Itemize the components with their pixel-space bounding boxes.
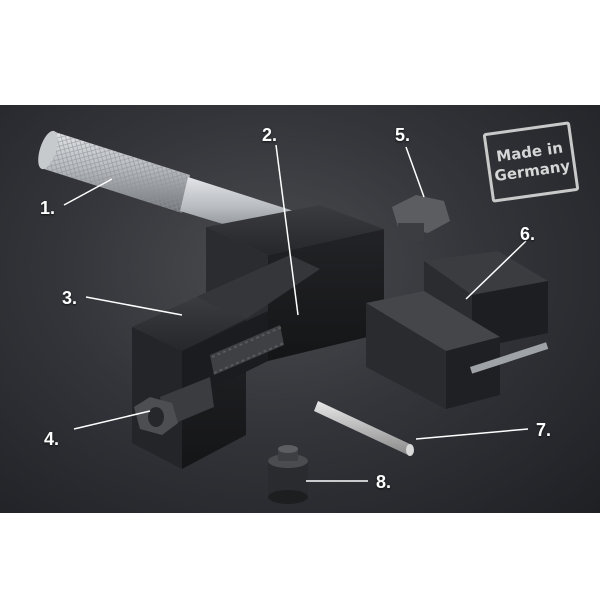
handle-rod (38, 130, 300, 245)
adjusting-bolt (134, 377, 214, 435)
chain-holder-front (366, 291, 549, 409)
chain-tool-illustration (38, 130, 549, 504)
tool-body (132, 205, 384, 469)
callout-2: 2. (262, 125, 278, 145)
callout-4: 4. (44, 429, 60, 449)
callout-3: 3. (62, 288, 78, 308)
spacer-cylinder (268, 445, 308, 504)
threaded-spindle (210, 325, 285, 375)
product-photo (0, 105, 600, 513)
made-in-germany-stamp: Made in Germany (482, 121, 580, 203)
callout-5: 5. (395, 125, 411, 145)
callout-7: 7. (536, 420, 552, 440)
callout-1: 1. (40, 198, 56, 218)
leader-lines (63, 144, 529, 482)
spare-pin (314, 401, 414, 456)
callout-6: 6. (520, 224, 536, 244)
callout-8: 8. (376, 472, 392, 492)
top-hex-nut (392, 195, 450, 241)
